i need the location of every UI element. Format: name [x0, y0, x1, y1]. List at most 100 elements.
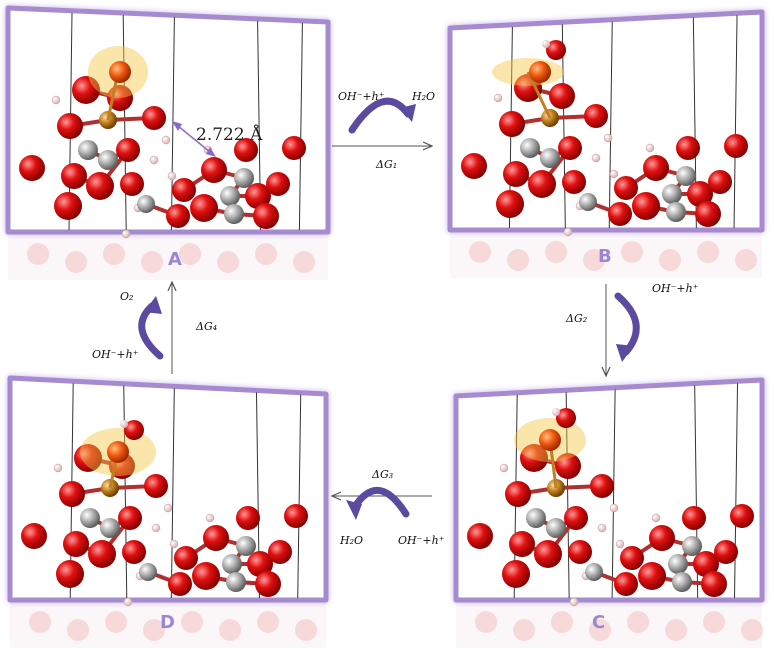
step-1-energy: ΔG₁	[375, 158, 397, 171]
panel-b-reflection-atom	[735, 249, 757, 271]
panel-b-metal-atom	[662, 184, 682, 204]
panel-a-metal-atom	[224, 204, 244, 224]
panel-b-adsorbed-oxygen	[529, 61, 551, 83]
panel-c-reflection	[456, 602, 763, 648]
panel-c-metal-atom	[546, 518, 566, 538]
panel-b-reflection-atom	[659, 249, 681, 271]
panel-b-oxygen-atom	[499, 111, 525, 137]
panel-b-cell-line	[561, 24, 566, 229]
panel-b-metal-atom	[520, 138, 540, 158]
panel-d-reflection	[10, 602, 326, 648]
distance-label: 2.722 Å	[196, 124, 263, 145]
panel-b-hydrogen-atom	[563, 227, 573, 237]
panel-a-hydrogen-atom	[121, 229, 131, 239]
panel-d-oxygen-atom	[174, 546, 198, 570]
panel-a-reflection-atom	[141, 251, 163, 273]
panel-c-cell-line	[734, 383, 739, 599]
step-1-reactant: OH⁻+h⁺	[338, 90, 385, 103]
panel-a-reflection-atom	[103, 243, 125, 265]
panel-a-oxygen-atom	[61, 163, 87, 189]
panel-b-reflection-atom	[469, 241, 491, 263]
panel-d-hydrogen-atom	[123, 597, 133, 607]
panel-b-oxygen-atom	[724, 134, 748, 158]
panel-a-reflection-atom	[179, 243, 201, 265]
panel-a-oxygen-atom	[86, 172, 114, 200]
panel-c-reflection-atom	[665, 619, 687, 641]
step-4-product: O₂	[120, 290, 133, 303]
panel-b-cell-line	[608, 21, 613, 229]
panel-b-oxygen-atom	[608, 202, 632, 226]
panel-d-oxygen-atom	[268, 540, 292, 564]
panel-d-reflection-atom	[257, 611, 279, 633]
panel-d-oxygen-atom	[203, 525, 229, 551]
panel-d-oxygen-atom	[168, 572, 192, 596]
step-3-energy: ΔG₃	[371, 468, 393, 481]
panel-a-oxygen-atom	[116, 138, 140, 162]
panel-c-oxygen-atom	[590, 474, 614, 498]
panel-a-oxygen-atom	[54, 192, 82, 220]
panel-c-oxygen-atom	[682, 506, 706, 530]
step-2-reactant: OH⁻+h⁺	[652, 282, 699, 295]
panel-b-reflection-atom	[621, 241, 643, 263]
panel-d-oxygen-atom	[236, 506, 260, 530]
panel-d-oxygen-atom	[74, 444, 102, 472]
panel-c-metal-atom	[672, 572, 692, 592]
panel-a-hydrogen-atom	[51, 95, 61, 105]
panel-c-reflection-atom	[551, 611, 573, 633]
panel-c-oxygen-atom	[620, 546, 644, 570]
panel-b-metal-atom	[666, 202, 686, 222]
panel-b-reflection-atom	[583, 249, 605, 271]
panel-d-reflection-atom	[219, 619, 241, 641]
panel-d-oxygen-atom	[118, 506, 142, 530]
panel-c-oxygen-atom	[520, 444, 548, 472]
panel-a-reflection-atom	[65, 251, 87, 273]
panel-c-hydroxyl-hydrogen	[552, 408, 560, 416]
panel-d-metal-atom	[236, 536, 256, 556]
panel-c-cell-line	[611, 389, 616, 599]
panel-a-metal-atom	[234, 168, 254, 188]
panel-b-oxygen-atom	[584, 104, 608, 128]
panel-d-reflection-band	[10, 602, 326, 648]
panel-d-hydrogen-atom	[53, 463, 63, 473]
panel-c-reflection-atom	[513, 619, 535, 641]
panel-c-oxygen-atom	[568, 540, 592, 564]
panel-a-hydrogen-atom	[167, 171, 177, 181]
panel-d-metal-atom	[226, 572, 246, 592]
panel-b-metal-atom	[540, 148, 560, 168]
panel-d-cell-line	[297, 394, 302, 599]
panel-b-metal-atom	[676, 166, 696, 186]
panel-c-oxygen-atom	[555, 453, 581, 479]
panel-a-oxygen-atom	[19, 155, 45, 181]
panel-b-oxygen-atom	[503, 161, 529, 187]
panel-b-oxygen-atom	[632, 192, 660, 220]
panel-d-oxygen-atom	[21, 523, 47, 549]
panel-d-oxygen-atom	[59, 481, 85, 507]
panel-b-oxygen-atom	[549, 83, 575, 109]
step-4-energy: ΔG₄	[195, 320, 217, 333]
panel-d-metal-atom	[100, 518, 120, 538]
panel-d-reflection-atom	[29, 611, 51, 633]
panel-c-oxygen-atom	[505, 481, 531, 507]
panel-d-metal-atom	[139, 563, 157, 581]
panel-a-oxygen-atom	[72, 76, 100, 104]
panel-d-hydrogen-atom	[163, 503, 173, 513]
panel-a-oxygen-atom	[172, 178, 196, 202]
panel-d-hydroxyl-oxygen	[124, 420, 144, 440]
panel-a-oxygen-atom	[234, 138, 258, 162]
panel-d-metal-atom	[80, 508, 100, 528]
panel-c-hydrogen-atom	[569, 597, 579, 607]
panel-a-reflection-atom	[217, 251, 239, 273]
panel-d-hydroxyl-hydrogen	[120, 420, 128, 428]
panel-a-reflection-band	[8, 234, 328, 280]
panel-a-frame	[5, 5, 331, 235]
panel-c-oxygen-atom	[701, 571, 727, 597]
panel-b-oxygen-atom	[496, 190, 524, 218]
panel-c-hydrogen-atom	[615, 539, 625, 549]
panel-c-oxygen-atom	[714, 540, 738, 564]
panel-c-hydrogen-atom	[651, 513, 661, 523]
panel-c-reflection-atom	[703, 611, 725, 633]
panel-a-oxygen-atom	[120, 172, 144, 196]
distance-annotation: 2.722 Å	[172, 121, 263, 157]
panel-c-oxygen-atom	[564, 506, 588, 530]
panel-b-oxygen-atom	[687, 181, 713, 207]
